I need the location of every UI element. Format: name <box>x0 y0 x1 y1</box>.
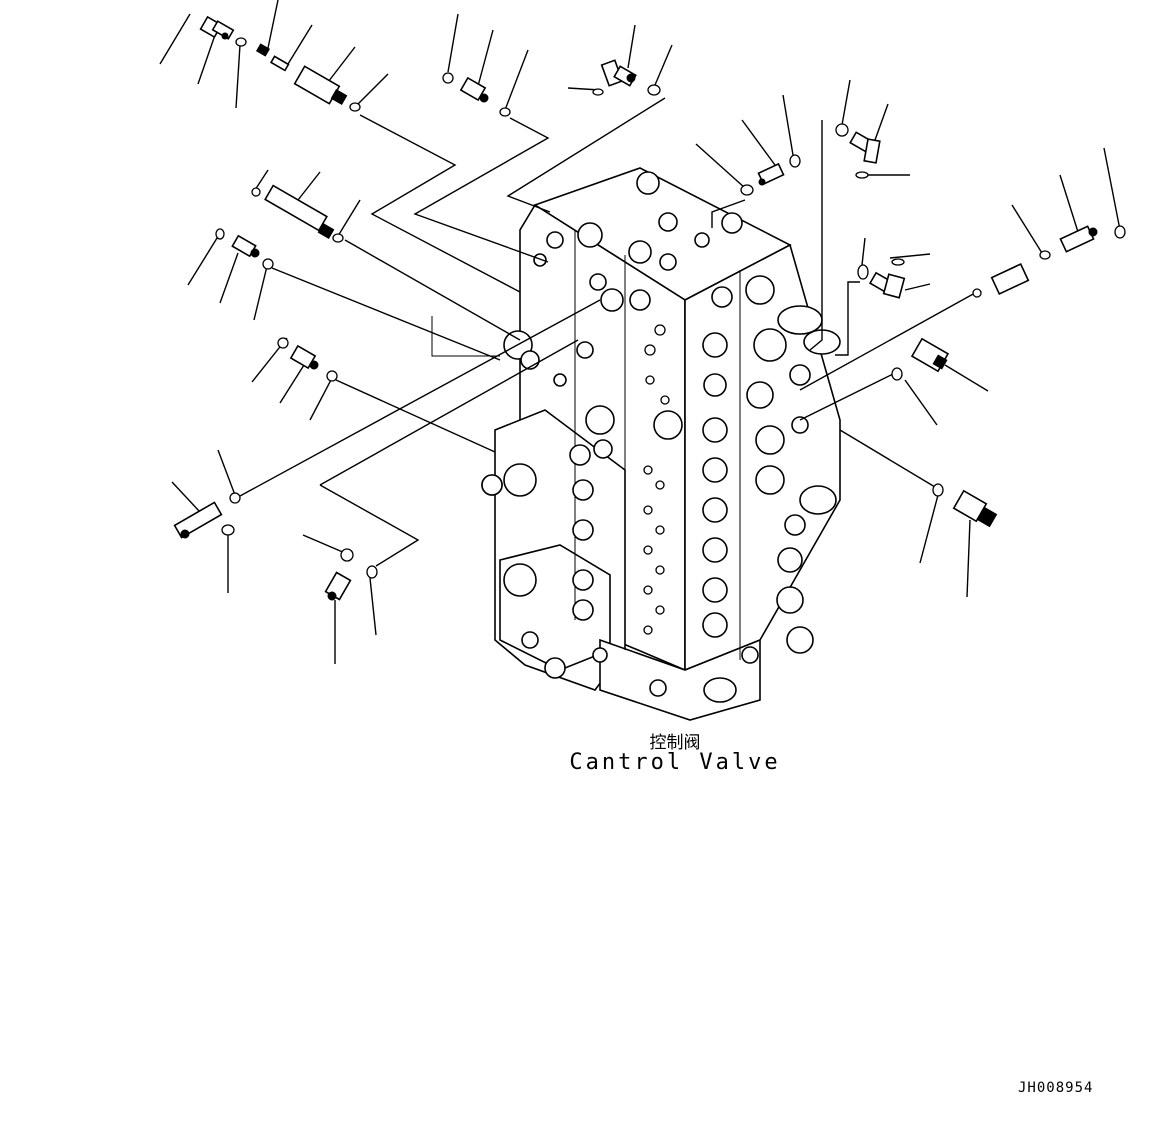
part-plug-2 <box>231 234 260 258</box>
exploded-parts <box>173 15 1126 601</box>
part-plug-4 <box>324 571 352 601</box>
part-pressure-sensor-2 <box>952 489 998 528</box>
o-ring-20 <box>855 171 869 179</box>
o-ring-22 <box>891 258 905 266</box>
part-elbow-fitting-4 <box>868 271 906 299</box>
o-ring-27 <box>932 483 944 497</box>
o-ring-3 <box>442 72 454 84</box>
o-ring-5 <box>592 88 604 96</box>
o-ring-9 <box>215 228 225 240</box>
part-check-valve <box>173 501 223 539</box>
o-ring-25 <box>1114 225 1126 239</box>
o-ring-26 <box>891 367 903 381</box>
part-side-plug <box>481 474 503 496</box>
o-ring-14 <box>221 524 235 536</box>
o-ring-23 <box>972 288 982 298</box>
part-pressure-sensor-1 <box>910 337 950 373</box>
part-elbow-fitting-3 <box>849 131 881 164</box>
o-ring-2 <box>349 102 361 112</box>
o-ring-19 <box>835 123 849 137</box>
o-ring-7 <box>251 187 261 197</box>
o-ring-24 <box>1039 250 1051 260</box>
o-ring-10 <box>262 258 274 270</box>
o-ring-16 <box>366 565 378 579</box>
o-ring-18 <box>789 154 801 168</box>
o-ring-17 <box>740 184 754 196</box>
o-ring-1 <box>235 37 247 47</box>
part-cartridge-valve-2 <box>990 263 1030 295</box>
part-elbow-fitting-1 <box>199 15 235 40</box>
o-ring-8 <box>332 233 344 243</box>
leader-lines <box>159 0 1121 664</box>
diagram-caption-english: Cantrol Valve <box>569 750 781 775</box>
part-elbow-fitting-2 <box>600 59 637 87</box>
control-valve-body <box>481 167 841 721</box>
part-plug-6 <box>1059 225 1098 253</box>
part-plug-1 <box>459 76 489 103</box>
drawing-id-label: JH008954 <box>1018 1080 1094 1096</box>
o-ring-12 <box>326 370 338 382</box>
center-column-ports <box>643 324 683 697</box>
o-ring-11 <box>277 337 289 349</box>
diagram-caption-chinese: 控制阀 <box>649 733 701 753</box>
part-cartridge-valve <box>293 65 348 106</box>
part-small-spring <box>255 43 271 57</box>
part-small-plunger <box>269 55 290 72</box>
o-ring-15 <box>340 548 354 562</box>
o-ring-21 <box>857 264 869 280</box>
o-ring-6 <box>647 84 661 96</box>
o-ring-13 <box>229 492 241 504</box>
part-plug-3 <box>289 344 319 370</box>
o-ring-4 <box>499 107 511 117</box>
part-plug-5 <box>757 162 785 186</box>
part-relief-cartridge <box>264 184 335 240</box>
